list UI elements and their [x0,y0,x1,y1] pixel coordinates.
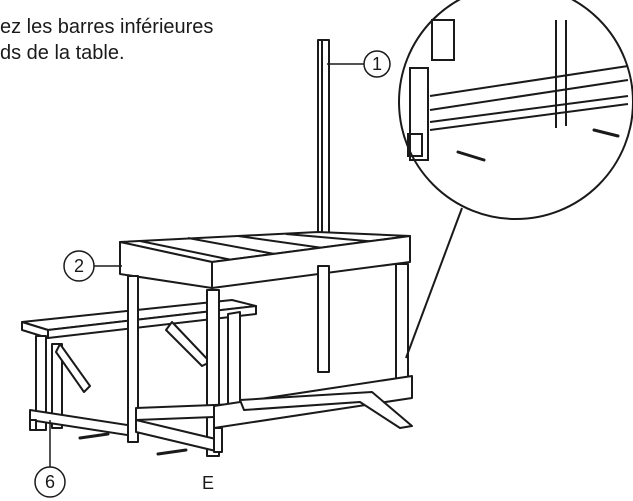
callout-2-label: 2 [74,256,84,276]
detail-view [398,0,633,359]
table-legs [127,263,409,457]
screws [78,128,620,456]
callout-6-circle [34,466,66,498]
screw-icon [156,448,188,456]
callout-2-circle [63,250,95,282]
lower-bars [135,375,413,453]
step-label: E [202,473,214,493]
callout-leaders [49,63,364,468]
screw-icon [456,150,486,162]
screw-icon [592,128,620,138]
instruction-text: ez les barres inférieures ds de la table… [0,14,300,66]
instruction-line-1: ez les barres inférieures [0,16,214,38]
detail-leader-line [405,207,463,359]
screw-icon [78,432,110,440]
instruction-line-2: ds de la table. [0,42,125,64]
callout-1-label: 1 [372,54,382,74]
callout-6-label: 6 [45,472,55,492]
table-top [119,231,411,289]
callout-1-circle [363,50,391,78]
tall-post [317,39,330,241]
